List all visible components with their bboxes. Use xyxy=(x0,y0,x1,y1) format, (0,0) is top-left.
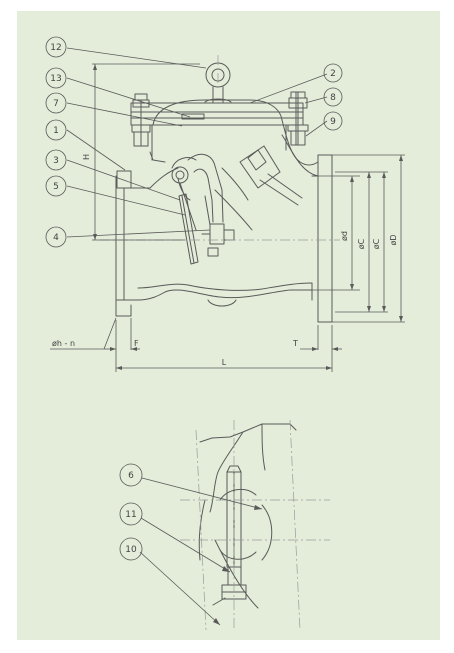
label-part-8: 8 xyxy=(330,93,336,103)
balloon-5 xyxy=(45,175,67,197)
label-part-10: 10 xyxy=(125,545,137,555)
label-part-5: 5 xyxy=(53,182,59,192)
label-part-12: 12 xyxy=(50,43,61,53)
balloon-11 xyxy=(119,502,143,526)
label-part-1: 1 xyxy=(53,126,59,136)
right-flange xyxy=(311,154,333,323)
label-part-11: 11 xyxy=(125,510,136,520)
balloon-1 xyxy=(45,119,67,141)
drawing-sheet xyxy=(17,11,440,640)
dim-opc: øC xyxy=(357,238,366,249)
dim-od-outer: øD xyxy=(389,234,398,245)
detail-leader-arrows xyxy=(213,505,262,625)
detail-center-lines xyxy=(180,419,330,631)
dim-l: L xyxy=(222,358,227,367)
hinge-arm xyxy=(171,153,224,231)
seat-boss xyxy=(204,145,303,231)
dim-f: F xyxy=(134,339,139,348)
label-part-2: 2 xyxy=(330,69,336,79)
arrowheads xyxy=(93,64,403,370)
label-part-13: 13 xyxy=(50,74,61,84)
left-flange xyxy=(115,170,151,317)
dimension-lines xyxy=(50,63,405,372)
balloon-6 xyxy=(119,463,143,487)
label-part-9: 9 xyxy=(330,117,336,127)
balloon-9 xyxy=(323,111,343,131)
detail-leader-lines xyxy=(139,477,263,626)
label-part-3: 3 xyxy=(53,156,59,166)
left-bolt xyxy=(131,93,151,147)
dim-h: H xyxy=(82,154,91,160)
balloon-2 xyxy=(323,63,343,83)
right-bolt xyxy=(287,91,309,146)
dim-od: ød xyxy=(340,231,349,241)
label-part-6: 6 xyxy=(128,471,134,481)
cover xyxy=(130,102,304,161)
dim-t: T xyxy=(292,339,298,348)
balloon-7 xyxy=(45,92,67,114)
label-part-4: 4 xyxy=(53,233,59,243)
leader-lines xyxy=(66,47,328,238)
dim-ohn: øh - n xyxy=(52,339,75,348)
dim-oc: øC xyxy=(372,238,381,249)
balloon-13 xyxy=(45,67,67,89)
disc xyxy=(178,193,199,265)
balloon-3 xyxy=(45,149,67,171)
balloon-12 xyxy=(45,36,67,58)
balloon-4 xyxy=(45,226,67,248)
detail-view xyxy=(198,423,297,609)
label-part-7: 7 xyxy=(53,99,59,109)
balloon-8 xyxy=(323,87,343,107)
balloon-10 xyxy=(119,537,143,561)
